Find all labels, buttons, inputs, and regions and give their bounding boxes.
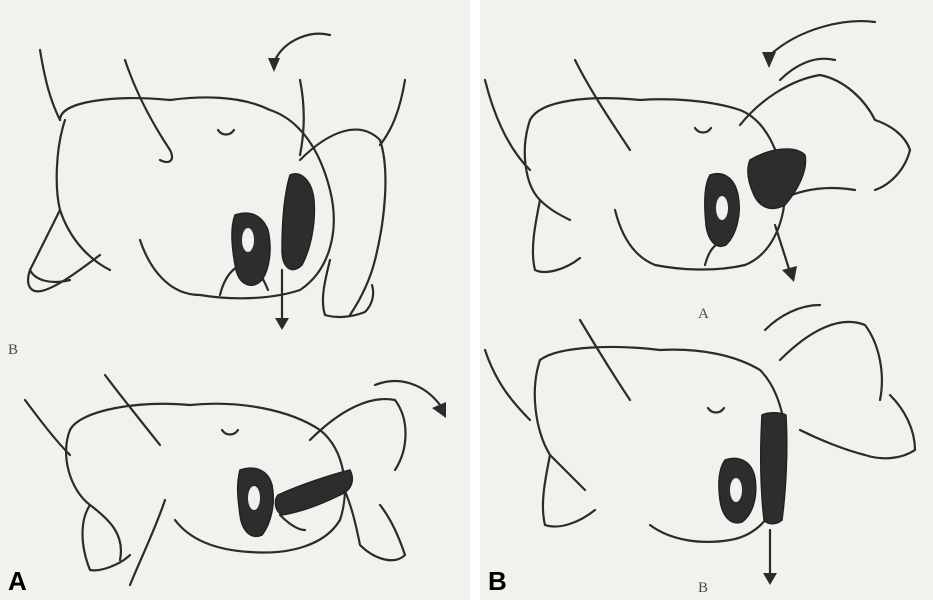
subfigure-b-illustration	[25, 375, 446, 585]
panel-a: B A	[0, 0, 470, 600]
subfigure-a-illustration	[485, 21, 910, 282]
panel-b-illustration	[480, 0, 933, 600]
panel-b: A B B	[480, 0, 933, 600]
subfigure-b-label: B	[698, 580, 708, 597]
subfigure-a-illustration	[28, 34, 405, 330]
subfigure-a-label: A	[698, 306, 709, 323]
panel-label-b: B	[488, 566, 507, 597]
subfigure-b-illustration	[485, 305, 915, 585]
panel-a-illustration	[0, 0, 470, 600]
panel-label-a: A	[8, 566, 27, 597]
panel-divider	[470, 0, 480, 600]
subfigure-b-label: B	[8, 342, 18, 359]
